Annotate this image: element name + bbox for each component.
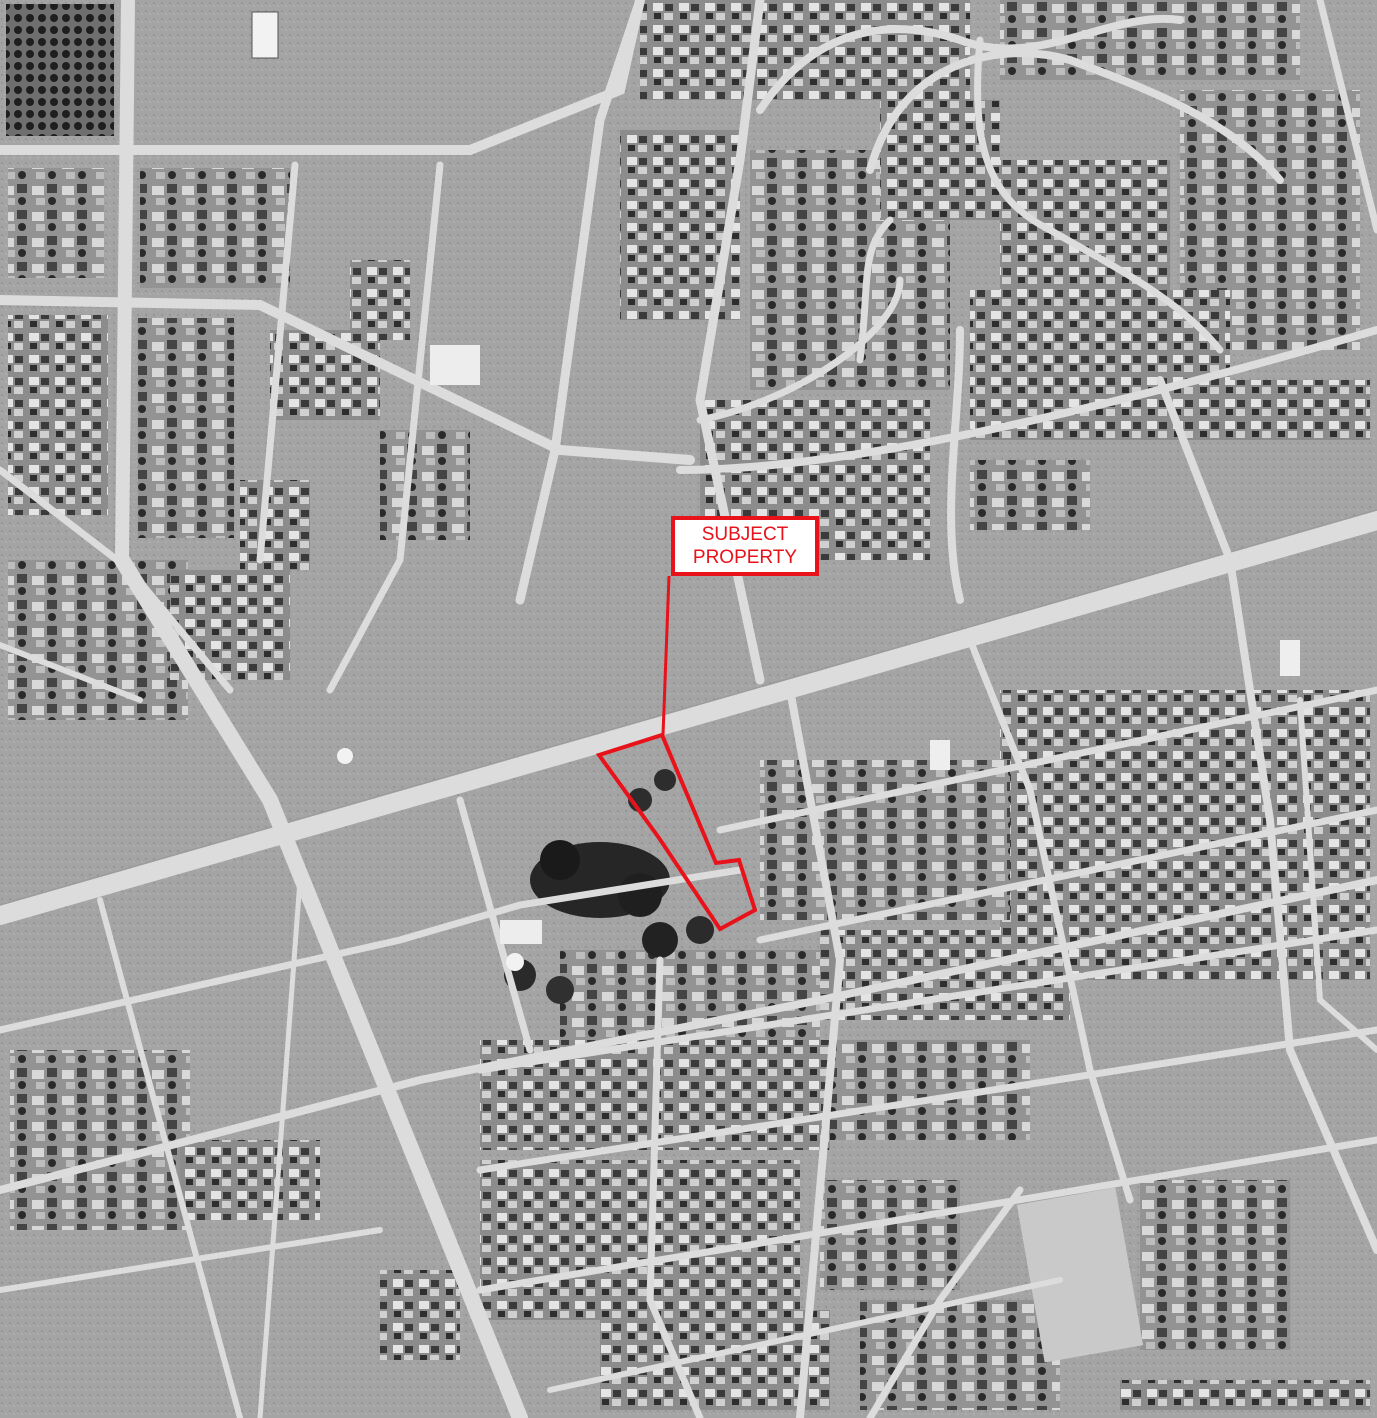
orchard (6, 4, 114, 136)
subject-property-label: SUBJECT PROPERTY (671, 516, 819, 576)
subject-property-outline (595, 732, 758, 932)
label-line-2: PROPERTY (692, 547, 798, 568)
open-lot (1016, 1187, 1144, 1363)
large-buildings (251, 11, 1300, 971)
callout-leader-line (661, 575, 671, 736)
label-line-1: SUBJECT (701, 524, 789, 545)
